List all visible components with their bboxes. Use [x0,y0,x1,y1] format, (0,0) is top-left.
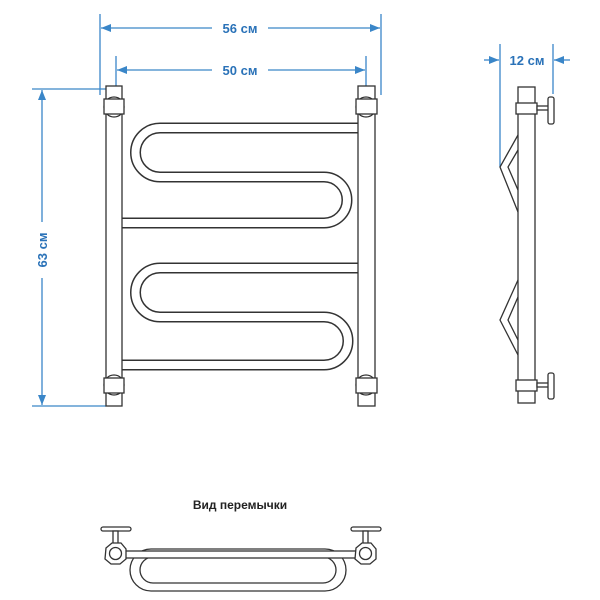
right-riser [357,85,376,407]
dimension-axis-width: 50 см [115,56,367,95]
dimension-overall-width: 56 см [99,14,382,95]
side-view: 12 см [484,44,570,404]
depth-label: 12 см [510,53,545,68]
axis-width-label: 50 см [223,63,258,78]
height-label: 63 см [35,233,50,268]
front-view [103,85,378,407]
serpentine-tube-top [116,122,364,229]
bottom-view: Вид перемычки [100,498,382,592]
bottom-view-title: Вид перемычки [193,498,287,512]
wall-mounts [103,96,378,396]
left-riser [105,85,123,407]
serpentine-tube-bottom [116,262,364,371]
dimension-height: 63 см [32,88,106,407]
overall-width-label: 56 см [223,21,258,36]
